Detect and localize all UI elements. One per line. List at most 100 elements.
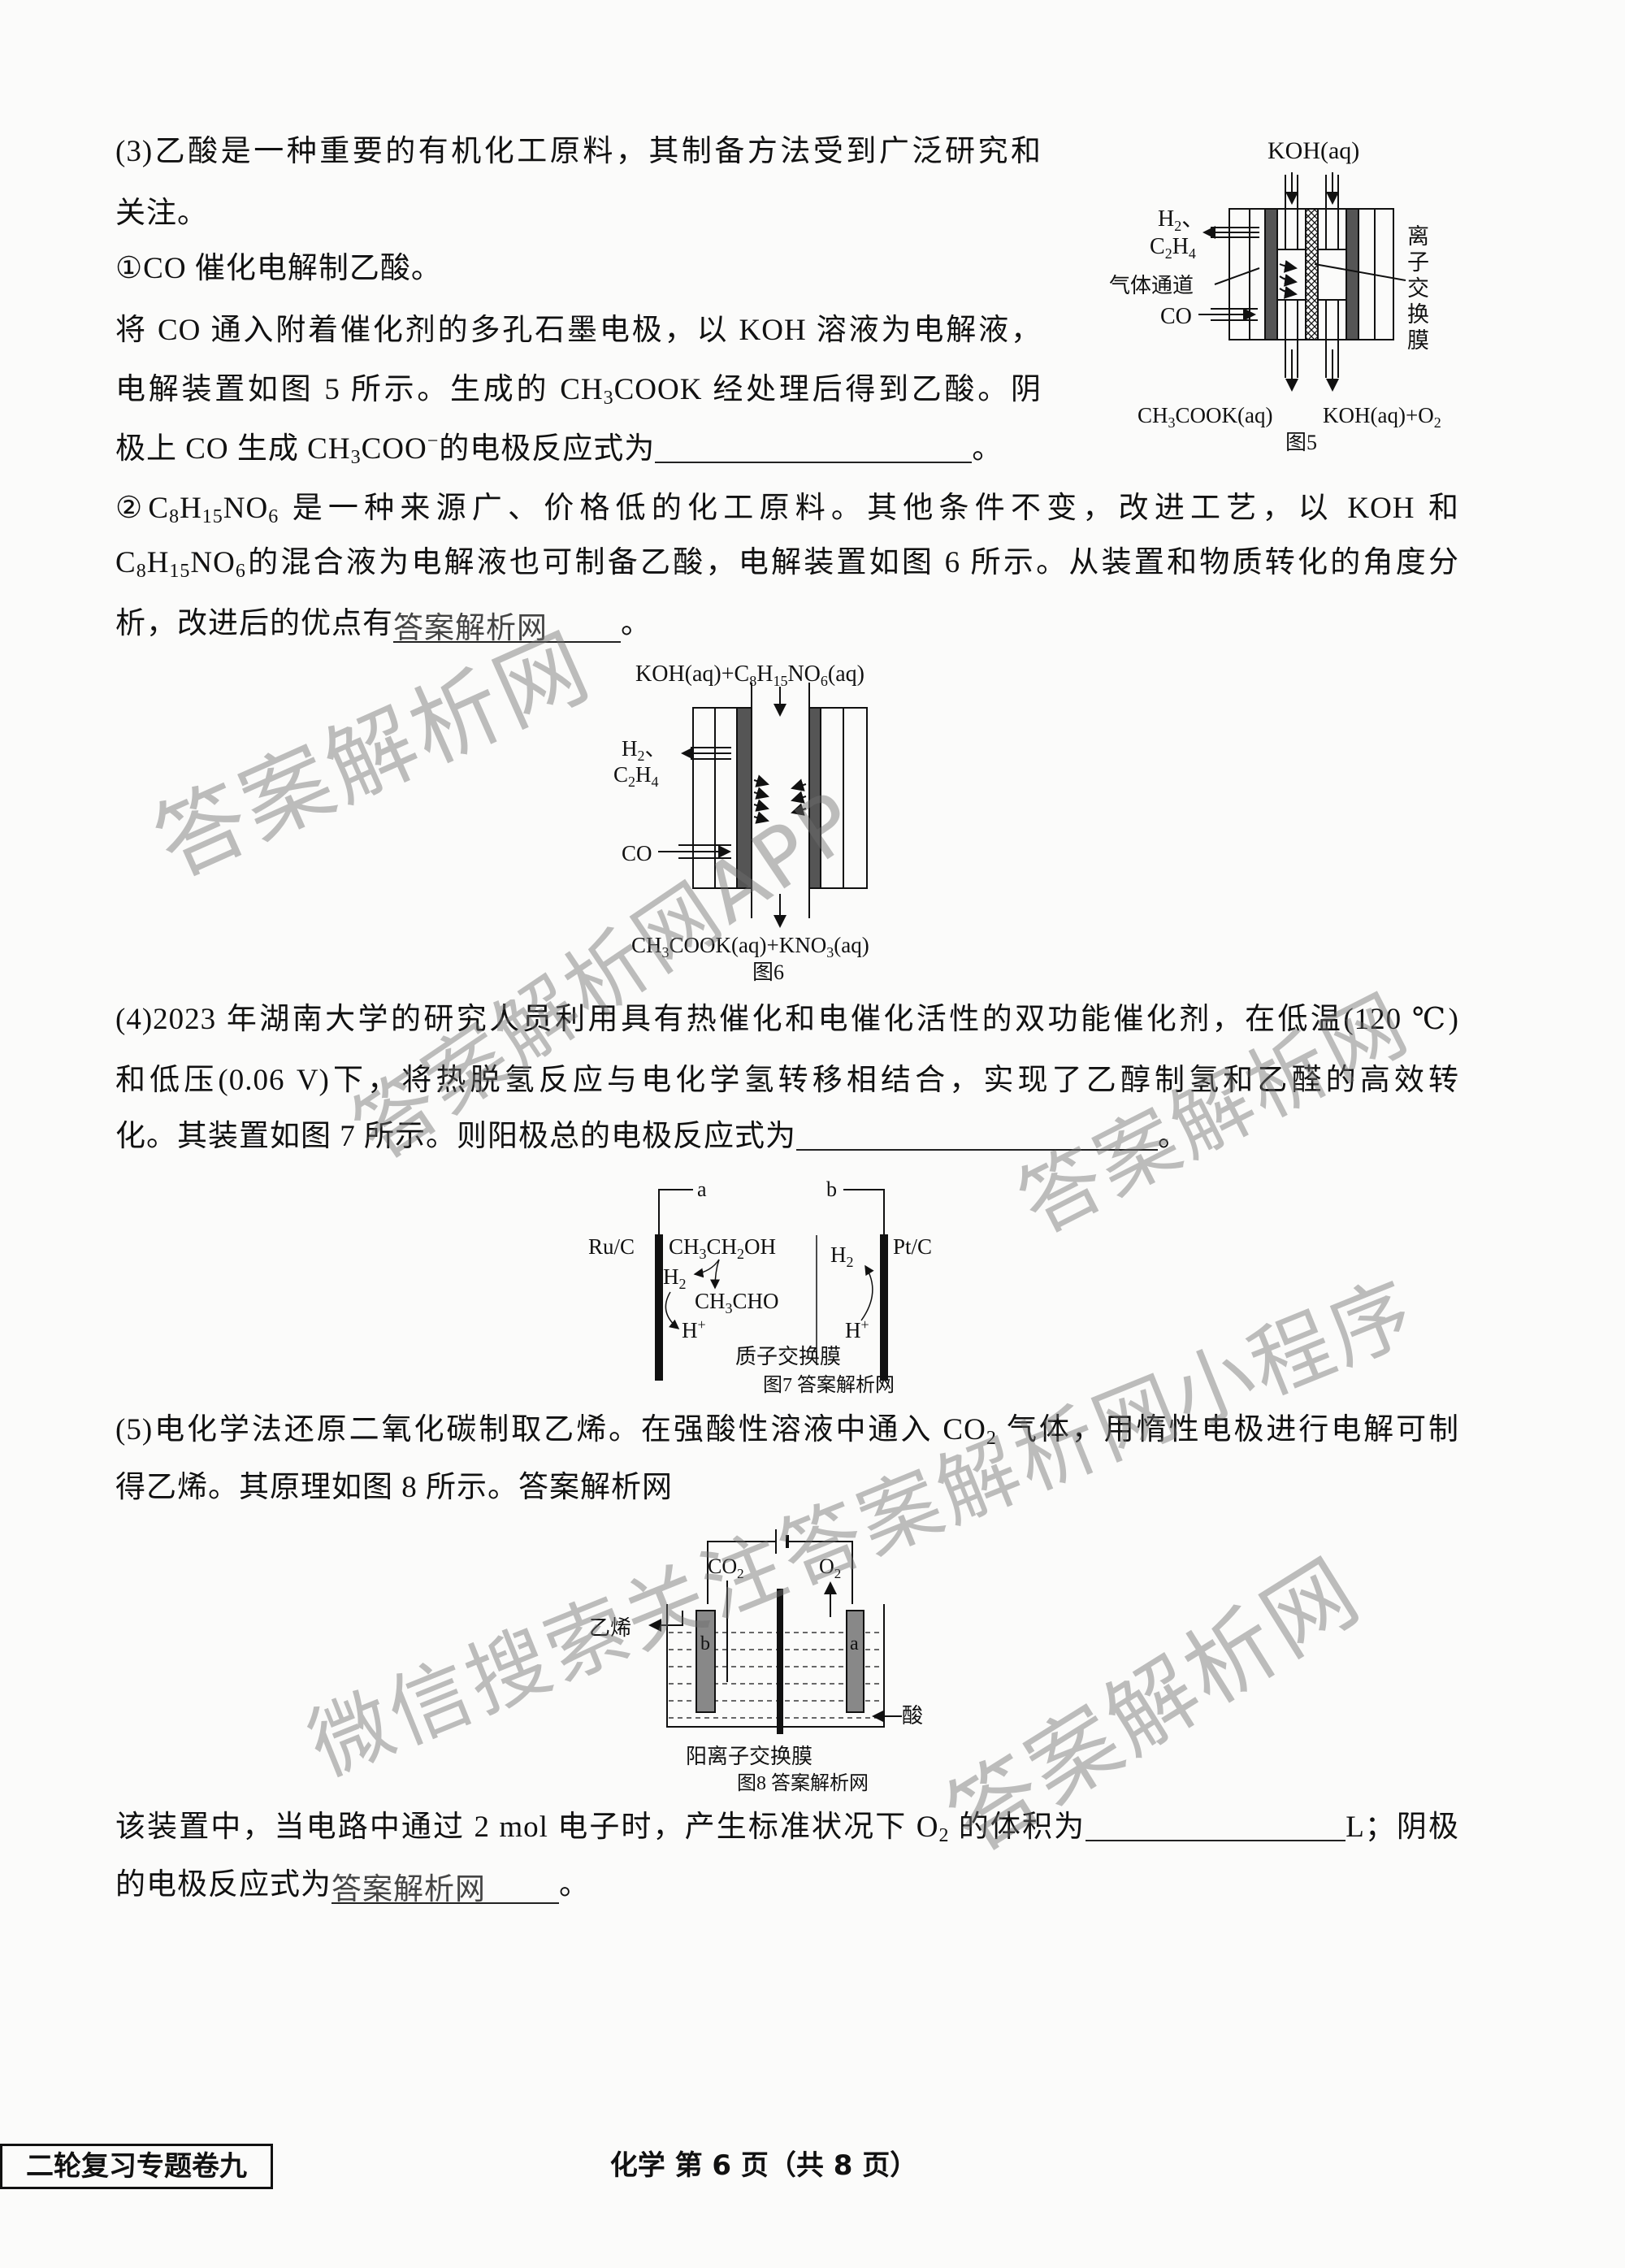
fig8-membrane-label: 阳离子交换膜	[686, 1745, 812, 1768]
svg-text:交: 交	[1407, 276, 1429, 301]
fig7-terminal-a: a	[697, 1177, 707, 1201]
subscript-text: 2	[938, 1825, 950, 1846]
q3-subheading: ①CO 催化电解制乙酸。	[115, 250, 442, 288]
text-run: NO	[223, 492, 269, 525]
fig7-membrane-label: 质子交换膜	[735, 1345, 841, 1368]
fig8-cell	[666, 1604, 885, 1728]
fig8-cation-membrane	[777, 1589, 783, 1734]
fig8-co2-label: CO2	[708, 1555, 744, 1581]
series-label: 二轮复习专题卷九	[0, 2144, 273, 2189]
svg-text:膜: 膜	[1407, 328, 1429, 353]
fig5-gas-channel-label: 气体通道	[1109, 274, 1194, 297]
text-run: ②C	[115, 492, 170, 525]
svg-text:子: 子	[1407, 250, 1429, 275]
subscript-text: 3	[603, 388, 614, 409]
fig8-label-a: a	[850, 1633, 859, 1654]
figure-5: KOH(aq) H2、C2H4 气体通道 CO 离 子 交 换 膜 CH3COO…	[1109, 137, 1441, 454]
answer-blank[interactable]	[796, 1118, 1158, 1151]
q4-line-blank: 化。其装置如图 7 所示。则阳极总的电极反应式为 。	[115, 1118, 1189, 1156]
fig8-o2-label: O2	[819, 1555, 841, 1581]
fig5-caption: 图5	[1285, 431, 1317, 454]
figure-8: CO2 O2 乙烯 b a 酸 阳离子交换膜 图8 答案解析网	[589, 1529, 923, 1794]
text-run: 是一种来源广、价格低的化工原料。其他条件不变，改进工艺，以 KOH 和	[279, 492, 1459, 525]
text-run: 电解装置如图 5 所示。生成的 CH	[115, 373, 604, 406]
text-run: 。	[1158, 1120, 1189, 1153]
subscript-text: 2	[986, 1428, 997, 1449]
fig7-ethanol: CH3CH2OH	[669, 1234, 776, 1262]
text-run: 气体，用惰性电极进行电解可制	[996, 1413, 1459, 1446]
fig5-koh-o2-outlet-label: KOH(aq)+O2	[1323, 403, 1441, 431]
q3-line-blank: 极上 CO 生成 CH3COO−的电极反应式为。	[115, 431, 1003, 468]
text-run: (4)2023 年湖南大学的研究人员利用具有热催化和电催化活性的双功能催化剂，在…	[115, 1003, 1459, 1036]
text-run: 该装置中，当电路中通过 2 mol 电子时，产生标准状况下 O	[115, 1810, 939, 1844]
fig7-terminal-b: b	[826, 1177, 837, 1201]
answer-blank[interactable]: 答案解析网	[332, 1871, 559, 1906]
subscript-text: 15	[169, 561, 191, 582]
answer-blank[interactable]	[1086, 1809, 1346, 1841]
q3-line: (3)乙酸是一种重要的有机化工原料，其制备方法受到广泛研究和	[115, 133, 1042, 171]
fig7-caption: 图7 答案解析网	[763, 1374, 895, 1396]
q3-line: 电解装置如图 5 所示。生成的 CH3COOK 经处理后得到乙酸。阴	[115, 371, 1042, 409]
fig5-membrane-label: 离 子 交 换 膜	[1407, 224, 1429, 353]
subscript-text: 6	[268, 506, 280, 527]
q5-line: (5)电化学法还原二氧化碳制取乙烯。在强酸性溶液中通入 CO2 气体，用惰性电极…	[115, 1412, 1459, 1449]
q4-line: 和低压(0.06 V)下，将热脱氢反应与电化学氢转移相结合，实现了乙醇制氢和乙醛…	[115, 1062, 1459, 1099]
fig6-inlet-label: KOH(aq)+C8H15NO6(aq)	[635, 661, 864, 689]
fig6-cathode	[736, 707, 752, 889]
text-run: 的混合液为电解液也可制备乙酸，电解装置如图 6 所示。从装置和物质转化的角度分	[245, 546, 1459, 579]
fig7-pt-c-electrode	[880, 1234, 888, 1381]
supscript-text: −	[427, 431, 440, 452]
text-run: 的电极反应式为	[439, 432, 656, 466]
text-run: 的电极反应式为	[115, 1868, 332, 1902]
text-run: ①CO 催化电解制乙酸。	[115, 252, 442, 285]
q3-line: 将 CO 通入附着催化剂的多孔石墨电极，以 KOH 溶液为电解液，	[115, 312, 1042, 349]
fig8-caption: 图8 答案解析网	[737, 1772, 869, 1794]
text-run: 化。其装置如图 7 所示。则阳极总的电极反应式为	[115, 1120, 796, 1153]
fig6-anode	[808, 707, 821, 889]
fig5-koh-inlet-label: KOH(aq)	[1268, 137, 1359, 164]
text-run: L；阴极	[1346, 1810, 1460, 1844]
fig7-ru-c-label: Ru/C	[588, 1234, 635, 1259]
subscript-text: 15	[202, 506, 223, 527]
fig5-pipes	[1198, 172, 1406, 392]
fig6-h2-c2h4-label: H2、C2H4	[613, 736, 667, 790]
fig8-electrode-b	[696, 1610, 716, 1713]
text-run: 。	[559, 1868, 590, 1902]
fig7-h2-right: H2	[830, 1242, 854, 1270]
subscript-text: 6	[235, 561, 246, 582]
answer-blank[interactable]	[655, 431, 973, 463]
text-run: 得乙烯。其原理如图 8 所示。答案解析网	[115, 1471, 673, 1504]
fig6-gas-arrows	[753, 774, 807, 824]
text-run: (5)电化学法还原二氧化碳制取乙烯。在强酸性溶液中通入 CO	[115, 1413, 986, 1446]
fig6-co-label: CO	[622, 841, 652, 865]
text-run: 极上 CO 生成 CH	[115, 432, 351, 466]
q3-line-blank: 析，改进后的优点有答案解析网。	[115, 605, 652, 645]
fig7-acetaldehyde: CH3CHO	[695, 1289, 779, 1316]
fig5-co-label: CO	[1160, 304, 1192, 329]
fig7-h2-left: H2	[663, 1264, 687, 1292]
fig8-label-b: b	[700, 1633, 710, 1654]
q3-line: 关注。	[115, 195, 208, 232]
text-run: 关注。	[115, 197, 208, 230]
figure-7: a b Ru/C Pt/C CH3CH2OH H2 CH3CHO H+ H2 H…	[588, 1177, 932, 1396]
text-run: (3)乙酸是一种重要的有机化工原料，其制备方法受到广泛研究和	[115, 135, 1042, 168]
subscript-text: 3	[350, 447, 362, 468]
fig6-caption: 图6	[752, 961, 784, 984]
fig6-outlet-label: CH3COOK(aq)+KNO3(aq)	[631, 933, 869, 961]
text-run: C	[115, 546, 136, 579]
fig7-hplus-right: H+	[845, 1316, 869, 1342]
subscript-text: 8	[169, 506, 180, 527]
fig5-h2-c2h4-label: H2、C2H4	[1150, 206, 1204, 262]
text-run: NO	[190, 546, 236, 579]
text-run: 将 CO 通入附着催化剂的多孔石墨电极，以 KOH 溶液为电解液，	[115, 314, 1042, 347]
fig5-anode	[1346, 208, 1359, 340]
fig8-acid-label: 酸	[902, 1704, 923, 1728]
text-run: COO	[361, 432, 427, 466]
text-run: 析，改进后的优点有	[115, 607, 393, 640]
page-number: 化学 第 6 页（共 8 页）	[609, 2149, 918, 2182]
subscript-text: 8	[136, 561, 147, 582]
q5-line-blank: 的电极反应式为答案解析网。	[115, 1867, 590, 1906]
answer-blank[interactable]: 答案解析网	[393, 610, 621, 645]
text-run: 的体积为	[949, 1810, 1086, 1844]
q3-line: C8H15NO6的混合液为电解液也可制备乙酸，电解装置如图 6 所示。从装置和物…	[115, 544, 1459, 582]
